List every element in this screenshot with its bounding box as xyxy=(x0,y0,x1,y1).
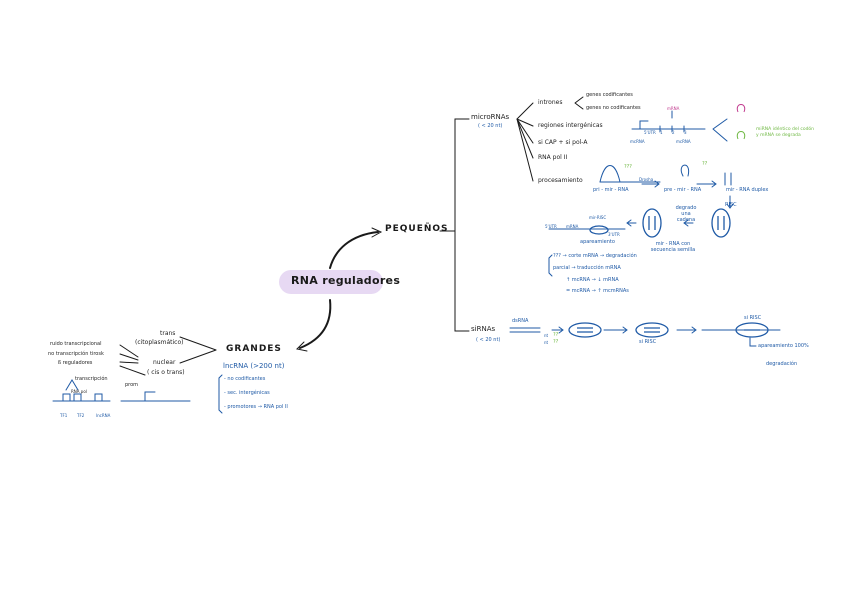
risc-mark-3: mRNA xyxy=(566,224,579,229)
mirna-origin-5: procesamiento xyxy=(538,177,583,184)
sirisc-label: si RISC xyxy=(639,339,657,345)
sirna-mark-1: nt xyxy=(544,333,549,338)
link-center-grandes xyxy=(299,299,332,349)
lncrna-bullet-1: - no codificantes xyxy=(224,376,266,382)
lncrna-bullet-3: - promotores → RNA pol II xyxy=(224,404,288,410)
processing-mark-1: ??? xyxy=(624,164,632,170)
risc-label-4: apareamiento xyxy=(580,239,615,245)
processing-label-3: pre - mir - RNA xyxy=(664,187,702,193)
link-center-pequenos xyxy=(329,231,379,269)
gene-diagram-label-6: mcRNA xyxy=(630,139,645,144)
sirna-outcome-2: degradación xyxy=(766,361,798,367)
outcome-total: ??? → corte mRNA → degradación xyxy=(553,253,637,259)
microRNAs-label: microRNAs xyxy=(471,113,510,121)
mirna-origin-1: intrones xyxy=(538,99,563,106)
risc-mark-4: 3'UTR xyxy=(608,232,620,237)
outcome-less-mirna: = mcRNA → ↑ mcmRNAs xyxy=(566,288,629,294)
branch-pequenos-label: PEQUEÑOS xyxy=(385,224,449,234)
gene-label-1: TF1 xyxy=(60,413,68,418)
processing-label-1: pri - mir - RNA xyxy=(593,187,629,193)
sirna-mark-4: ?? xyxy=(553,339,559,345)
processing-label-2: Drosha xyxy=(639,177,654,182)
risc-label-3: mir - RNA con secuencia semilla xyxy=(650,241,696,253)
grandes-bracket xyxy=(218,374,223,414)
gene-label-3: lncRNA xyxy=(96,413,111,418)
siRNAs-size: ( < 20 nt) xyxy=(476,337,501,343)
intron-target-2: genes no codificantes xyxy=(586,105,641,111)
gene-diagram-label-4: 2 xyxy=(672,130,675,135)
gene-diagram-label-3: 1 xyxy=(660,130,663,135)
sirna-mark-3: nt xyxy=(544,340,549,345)
dsrna-label: dsRNA xyxy=(512,318,529,324)
gene-diagram-label-2: 5'UTR xyxy=(644,130,656,135)
risc-circle-2 xyxy=(711,208,731,238)
mirna-origin-2: regiones intergénicas xyxy=(538,122,603,129)
central-pill xyxy=(279,270,383,294)
gene-diagram-label-1: mRNA xyxy=(667,106,680,111)
branch-grandes-label: GRANDES xyxy=(226,344,282,354)
lncrna-bullet-2: - sec. intergénicas xyxy=(224,390,270,396)
nuclear-label: nuclear xyxy=(153,359,176,366)
processing-mark-2: ?? xyxy=(702,161,708,167)
pol-label: RNA pol xyxy=(71,389,87,394)
risc-circle-1 xyxy=(642,208,662,238)
sirna-mark-2: ?? xyxy=(553,332,559,338)
link-pequenos-siRNAs xyxy=(454,230,470,332)
mirna-origin-3: si CAP + si pol-A xyxy=(538,139,588,146)
link-pequenos-microRNAs xyxy=(454,118,470,232)
effect-3: ß reguladores xyxy=(58,360,93,366)
risc-mark-1: mir-RISC xyxy=(589,215,607,220)
gene-diagram-label-7: mcRNA xyxy=(676,139,691,144)
lncrna-label: lncRNA (>200 nt) xyxy=(223,362,285,370)
trans-sub-label: (citoplasmático) xyxy=(135,339,184,346)
sirna-outcome: apareamiento 100% xyxy=(758,343,809,349)
transcription-label: transcripción xyxy=(75,376,108,382)
mirna-hairpin-magenta xyxy=(736,104,746,113)
green-note: miRNA idéntico del codón y mRNA se degra… xyxy=(756,127,815,138)
microRNAs-size: ( < 20 nt) xyxy=(478,123,503,129)
risc-mark-2: 5'UTR xyxy=(545,224,557,229)
risc-label-1: degrado una cadena xyxy=(675,205,697,223)
nuclear-sub-label: ( cis o trans) xyxy=(147,369,185,376)
sirna-ellipse-3 xyxy=(735,322,769,338)
effect-1: ruido transcripcional xyxy=(50,341,102,347)
mirna-origin-4: RNA pol II xyxy=(538,154,568,161)
outcome-partial: parcial → traducción mRNA xyxy=(553,265,621,271)
intron-target-1: genes codificantes xyxy=(586,92,633,98)
processing-label-4: mir - RNA duplex xyxy=(726,187,769,193)
siRNAs-label: siRNAs xyxy=(471,325,496,333)
prom-label: prom xyxy=(125,382,139,388)
center-title: RNA reguladores xyxy=(291,274,401,287)
sirna-ellipse-2 xyxy=(635,322,669,338)
effect-2: no transcripción tirosk xyxy=(48,351,104,357)
gene-label-2: TF2 xyxy=(77,413,85,418)
sirna-ellipse-1 xyxy=(568,322,602,338)
mirna-hairpin-green xyxy=(736,131,746,140)
risc-label-2: RISC xyxy=(725,202,737,208)
outcome-more-mirna: ↑ mcRNA → ↓ mRNA xyxy=(566,277,619,283)
sirisc-top-label: si RISC xyxy=(744,315,762,321)
trans-label: trans xyxy=(160,330,176,337)
gene-diagram-label-5: 3 xyxy=(684,130,687,135)
